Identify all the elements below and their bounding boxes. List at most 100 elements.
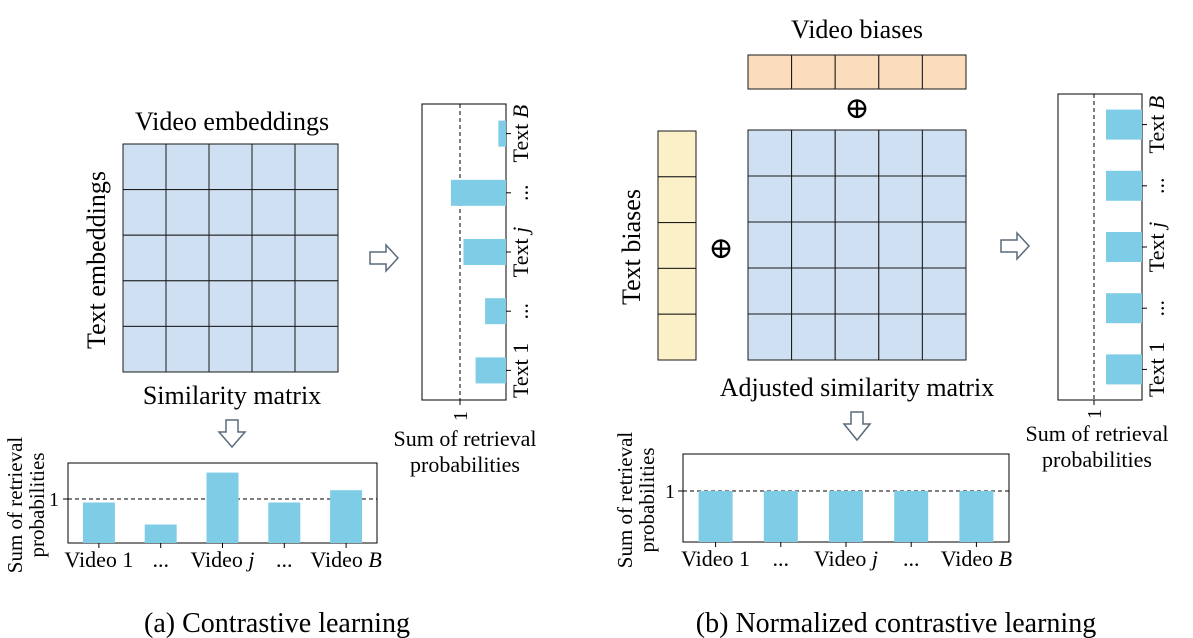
video-bias-cell	[747, 54, 793, 90]
matrix-cell	[294, 189, 339, 236]
y-tick-label: 1	[665, 481, 675, 503]
matrix-cell	[834, 313, 880, 361]
video-bar	[268, 502, 301, 543]
matrix-cell	[834, 175, 880, 223]
y-tick-label: ...	[1144, 178, 1169, 195]
panel-a: Video embeddings Text embeddings Similar…	[3, 103, 537, 638]
matrix-cell	[878, 221, 923, 269]
video-bar	[144, 524, 177, 543]
x-tick-label: Video B	[310, 547, 381, 572]
matrix-cell	[747, 267, 793, 315]
video-retrieval-chart: 1 Sum of retrieval probabilities Video 1…	[3, 437, 382, 574]
video-biases-label: Video biases	[791, 15, 923, 44]
text-bar	[450, 179, 506, 206]
text-bias-cell	[657, 313, 697, 361]
text-bias-cell	[657, 267, 697, 315]
x-tick-label: ...	[773, 546, 790, 571]
similarity-matrix-label: Similarity matrix	[143, 381, 321, 410]
x-tick-label: ...	[152, 547, 169, 572]
matrix-cell	[791, 175, 836, 223]
video-bias-cell	[921, 54, 967, 90]
matrix-cell	[208, 189, 253, 236]
text-bias-cell	[657, 176, 697, 224]
similarity-matrix	[122, 143, 339, 373]
x-tick-label: Video j	[814, 546, 878, 571]
matrix-cell	[878, 313, 923, 361]
text-bar	[475, 357, 506, 384]
text-bar	[485, 298, 506, 325]
matrix-cell	[165, 189, 210, 236]
matrix-cell	[208, 234, 253, 282]
x-axis-label-line1: Sum of retrieval	[394, 426, 537, 451]
right-arrow-icon	[369, 243, 400, 273]
text-bar	[1106, 293, 1142, 324]
matrix-cell	[791, 313, 836, 361]
text-bias-cell	[657, 222, 697, 269]
video-bias-cell	[878, 54, 923, 90]
video-bar	[829, 491, 863, 542]
matrix-cell	[747, 313, 793, 361]
y-tick-label: Text j	[1144, 222, 1169, 272]
plus-symbol-top: ⊕	[844, 92, 869, 125]
matrix-cell	[294, 325, 339, 373]
matrix-cell	[122, 325, 167, 373]
video-bar	[959, 491, 994, 542]
x-tick-label: 1	[1084, 409, 1106, 419]
panel-b: Video biases ⊕ Text biases ⊕ Adjusted si…	[613, 15, 1169, 638]
x-axis-label-line2: probabilities	[1042, 447, 1152, 472]
matrix-cell	[251, 325, 296, 373]
text-retrieval-chart: 1 Sum of retrieval probabilities Text 1.…	[394, 103, 537, 477]
text-bar	[1106, 232, 1142, 262]
video-bar	[698, 491, 733, 542]
video-bar	[330, 490, 363, 543]
x-axis-label-line2: probabilities	[410, 452, 520, 477]
matrix-cell	[165, 325, 210, 373]
video-bar	[763, 491, 798, 542]
matrix-cell	[251, 234, 296, 282]
y-axis-label-line2: probabilities	[25, 453, 49, 558]
matrix-cell	[122, 189, 167, 236]
video-bar	[82, 502, 115, 543]
matrix-cell	[747, 221, 793, 269]
matrix-cell	[122, 280, 167, 327]
x-tick-label: Video 1	[64, 547, 133, 572]
matrix-cell	[208, 325, 253, 373]
text-bar	[463, 239, 506, 265]
x-tick-label: Video 1	[681, 546, 750, 571]
matrix-cell	[251, 143, 296, 191]
matrix-cell	[834, 221, 880, 269]
down-arrow-icon	[842, 411, 872, 442]
x-tick-label: Video j	[190, 547, 254, 572]
matrix-cell	[294, 234, 339, 282]
panel-b-caption: (b) Normalized contrastive learning	[696, 608, 1096, 638]
matrix-cell	[208, 143, 253, 191]
text-bar	[1106, 170, 1142, 201]
matrix-cell	[251, 189, 296, 236]
y-axis-label-line1: Sum of retrieval	[3, 437, 27, 574]
y-tick-label: ...	[1144, 300, 1169, 317]
y-axis-label-line2: probabilities	[635, 448, 659, 553]
adjusted-similarity-matrix-label: Adjusted similarity matrix	[720, 373, 994, 402]
matrix-cell	[208, 280, 253, 327]
x-tick-label: ...	[903, 546, 920, 571]
matrix-cell	[251, 280, 296, 327]
x-tick-label: ...	[276, 547, 293, 572]
matrix-cell	[878, 129, 923, 177]
video-biases-row	[747, 54, 967, 90]
plus-symbol-left: ⊕	[708, 232, 733, 265]
matrix-cell	[921, 267, 967, 315]
y-tick-label: Text 1	[1144, 342, 1169, 397]
adjusted-similarity-matrix	[747, 129, 967, 361]
matrix-cell	[921, 313, 967, 361]
y-tick-label: ...	[508, 185, 533, 202]
text-embeddings-label: Text embeddings	[82, 171, 111, 349]
video-bar	[894, 491, 929, 542]
matrix-cell	[834, 129, 880, 177]
y-tick-label: Text B	[508, 105, 533, 163]
matrix-cell	[122, 143, 167, 191]
text-bar	[1106, 109, 1142, 140]
video-retrieval-chart: 1 Sum of retrieval probabilities Video 1…	[613, 432, 1012, 571]
video-bias-cell	[834, 54, 880, 90]
text-biases-column	[657, 130, 697, 361]
